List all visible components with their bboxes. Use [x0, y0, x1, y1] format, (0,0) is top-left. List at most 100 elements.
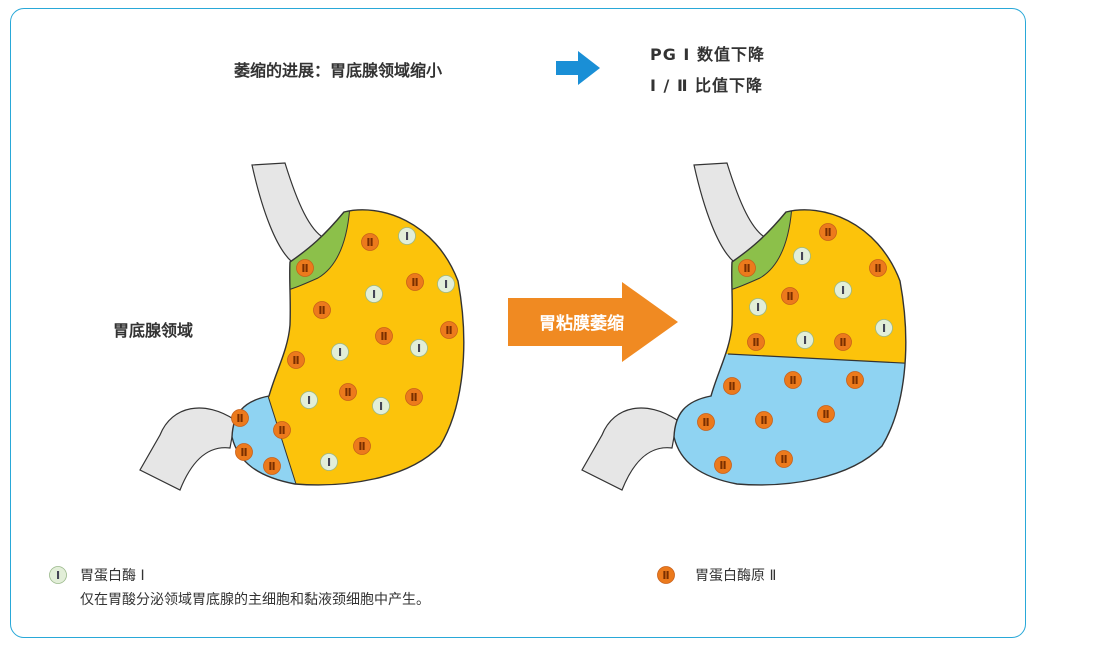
legend-pg2-icon: Ⅱ [657, 566, 675, 584]
pg1-dot: Ⅰ [796, 331, 814, 349]
pg2-dot: Ⅱ [784, 371, 802, 389]
svg-text:Ⅱ: Ⅱ [662, 569, 669, 582]
svg-text:Ⅰ: Ⅰ [372, 288, 376, 301]
pg2-dot: Ⅱ [405, 388, 423, 406]
right-fundic-region [674, 209, 906, 364]
pg1-dot: Ⅰ [437, 275, 455, 293]
svg-text:Ⅱ: Ⅱ [728, 380, 735, 393]
pg1-dot: Ⅰ [875, 319, 893, 337]
svg-text:Ⅱ: Ⅱ [760, 414, 767, 427]
pg2-dot: Ⅱ [846, 371, 864, 389]
svg-text:Ⅱ: Ⅱ [240, 446, 247, 459]
svg-text:Ⅱ: Ⅱ [786, 290, 793, 303]
pg1-dot: Ⅰ [372, 397, 390, 415]
pg2-dot: Ⅱ [781, 287, 799, 305]
pg2-dot: Ⅱ [817, 405, 835, 423]
svg-text:Ⅱ: Ⅱ [752, 336, 759, 349]
pg2-dot: Ⅱ [755, 411, 773, 429]
svg-text:Ⅱ: Ⅱ [318, 304, 325, 317]
pg2-dot: Ⅱ [834, 333, 852, 351]
svg-text:Ⅱ: Ⅱ [278, 424, 285, 437]
svg-text:Ⅱ: Ⅱ [824, 226, 831, 239]
pg1-dot: Ⅰ [793, 247, 811, 265]
pg2-dot: Ⅱ [263, 457, 281, 475]
pg2-dot: Ⅱ [313, 301, 331, 319]
pg2-dot: Ⅱ [273, 421, 291, 439]
svg-text:Ⅱ: Ⅱ [719, 459, 726, 472]
svg-text:Ⅱ: Ⅱ [839, 336, 846, 349]
svg-text:Ⅱ: Ⅱ [789, 374, 796, 387]
svg-text:Ⅱ: Ⅱ [874, 262, 881, 275]
header-pg1-decrease: PG Ⅰ 数值下降 [650, 45, 765, 64]
pg2-dot: Ⅱ [353, 437, 371, 455]
blue-arrow-icon [556, 51, 600, 85]
svg-text:Ⅱ: Ⅱ [702, 416, 709, 429]
pepsinogen-dots: Ⅱ Ⅰ Ⅱ Ⅰ Ⅱ Ⅰ Ⅱ Ⅱ Ⅱ Ⅰ Ⅰ Ⅱ Ⅱ Ⅰ Ⅰ Ⅱ Ⅱ Ⅱ Ⅱ Ⅱ Ⅰ Ⅱ Ⅱ Ⅰ Ⅱ Ⅱ Ⅱ Ⅰ Ⅰ Ⅰ Ⅰ Ⅱ Ⅱ Ⅱ Ⅱ Ⅱ Ⅱ Ⅱ Ⅱ Ⅱ… [231, 223, 893, 475]
pg2-dot: Ⅱ [406, 273, 424, 291]
pg1-dot: Ⅰ [834, 281, 852, 299]
pg2-dot: Ⅱ [747, 333, 765, 351]
diagram-frame [10, 8, 1026, 638]
svg-text:Ⅰ: Ⅰ [405, 230, 409, 243]
svg-text:Ⅱ: Ⅱ [236, 412, 243, 425]
pg1-dot: Ⅰ [320, 453, 338, 471]
svg-text:Ⅰ: Ⅰ [803, 334, 807, 347]
pg2-dot: Ⅱ [723, 377, 741, 395]
orange-arrow-icon [508, 282, 678, 362]
pg2-dot: Ⅱ [235, 443, 253, 461]
svg-text:Ⅱ: Ⅱ [292, 354, 299, 367]
pg2-dot: Ⅱ [296, 259, 314, 277]
pg2-dot: Ⅱ [775, 450, 793, 468]
svg-text:Ⅱ: Ⅱ [743, 262, 750, 275]
fundic-gland-region-label: 胃底腺领域 [113, 321, 194, 340]
left-duodenum [139, 407, 236, 491]
svg-text:Ⅱ: Ⅱ [366, 236, 373, 249]
pg2-dot: Ⅱ [339, 383, 357, 401]
pg2-dot: Ⅱ [361, 233, 379, 251]
svg-text:Ⅱ: Ⅱ [851, 374, 858, 387]
svg-text:Ⅰ: Ⅰ [327, 456, 331, 469]
svg-text:Ⅰ: Ⅰ [338, 346, 342, 359]
svg-text:Ⅱ: Ⅱ [344, 386, 351, 399]
svg-text:Ⅱ: Ⅱ [268, 460, 275, 473]
header-atrophy-progress: 萎缩的进展：胃底腺领域缩小 [234, 61, 443, 80]
svg-text:Ⅰ: Ⅰ [841, 284, 845, 297]
svg-text:Ⅱ: Ⅱ [301, 262, 308, 275]
mucosal-atrophy-label: 胃粘膜萎缩 [539, 314, 624, 334]
svg-text:Ⅰ: Ⅰ [379, 400, 383, 413]
svg-text:Ⅰ: Ⅰ [756, 301, 760, 314]
svg-text:Ⅱ: Ⅱ [780, 453, 787, 466]
pg2-dot: Ⅱ [697, 413, 715, 431]
pg2-dot: Ⅱ [375, 327, 393, 345]
svg-text:Ⅰ: Ⅰ [882, 322, 886, 335]
svg-text:Ⅱ: Ⅱ [380, 330, 387, 343]
legend-pg2-title: 胃蛋白酶原 Ⅱ [695, 568, 777, 584]
svg-text:Ⅱ: Ⅱ [445, 324, 452, 337]
pg2-dot: Ⅱ [287, 351, 305, 369]
svg-text:Ⅱ: Ⅱ [410, 391, 417, 404]
header-ratio-decrease: Ⅰ / Ⅱ 比值下降 [650, 76, 764, 95]
pg2-dot: Ⅱ [714, 456, 732, 474]
svg-text:Ⅰ: Ⅰ [800, 250, 804, 263]
svg-text:Ⅰ: Ⅰ [307, 394, 311, 407]
pg2-dot: Ⅱ [231, 409, 249, 427]
svg-text:Ⅱ: Ⅱ [822, 408, 829, 421]
pg2-dot: Ⅱ [738, 259, 756, 277]
pg1-dot: Ⅰ [398, 227, 416, 245]
pg1-dot: Ⅰ [410, 339, 428, 357]
legend-pg1-title: 胃蛋白酶 Ⅰ [80, 568, 145, 584]
svg-text:Ⅰ: Ⅰ [417, 342, 421, 355]
pg2-dot: Ⅱ [440, 321, 458, 339]
svg-text:Ⅱ: Ⅱ [411, 276, 418, 289]
pg1-dot: Ⅰ [300, 391, 318, 409]
pg2-dot: Ⅱ [819, 223, 837, 241]
pg1-dot: Ⅰ [365, 285, 383, 303]
svg-text:Ⅰ: Ⅰ [444, 278, 448, 291]
pg1-dot: Ⅰ [749, 298, 767, 316]
svg-text:Ⅱ: Ⅱ [358, 440, 365, 453]
pg2-dot: Ⅱ [869, 259, 887, 277]
right-duodenum [581, 407, 678, 491]
legend-pg1-description: 仅在胃酸分泌领域胃底腺的主细胞和黏液颈细胞中产生。 [80, 592, 430, 608]
legend-pg1-icon: Ⅰ [49, 566, 67, 584]
